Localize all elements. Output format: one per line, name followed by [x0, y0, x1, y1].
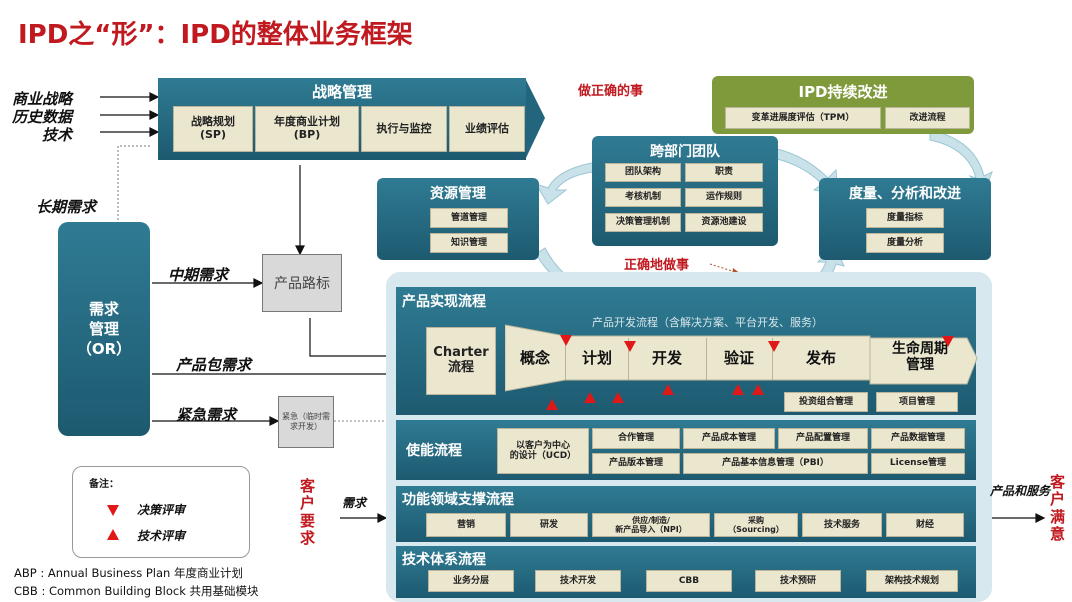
page-title: IPD之“形”：IPD的整体业务框架 — [18, 20, 413, 50]
legend-decision-label: 决策评审 — [137, 503, 186, 517]
customer-satisfaction-label: 客户满意 — [1050, 473, 1066, 543]
stage-develop: 开发 — [651, 348, 682, 367]
long-demand-label: 长期需求 — [36, 198, 97, 216]
tech-review-marker-5 — [732, 384, 744, 395]
tech-flow-title: 技术体系流程 — [402, 552, 486, 568]
input-technology: 技术 — [42, 126, 73, 144]
measure-item-analysis: 度量分析 — [866, 233, 944, 253]
strategy-management-title: 战略管理 — [311, 83, 372, 101]
strategy-item-sp: 战略规划(SP) — [173, 106, 253, 152]
input-history-data: 历史数据 — [12, 108, 73, 126]
continuous-improvement-title: IPD持续改进 — [798, 83, 888, 101]
stage-concept: 概念 — [519, 348, 550, 367]
stage-plan: 计划 — [581, 348, 612, 367]
do-right-things-label: 做正确的事 — [578, 84, 644, 99]
tech-review-marker-4 — [662, 384, 674, 395]
support-item-rd: 研发 — [510, 513, 588, 537]
enable-item-config: 产品配置管理 — [778, 428, 868, 449]
cross-team-item-4: 决策管理机制 — [605, 213, 681, 232]
package-demand-label: 产品包需求 — [176, 356, 252, 374]
legend-tech-label: 技术评审 — [137, 529, 186, 543]
abbrev-abp: ABP : Annual Business Plan 年度商业计划 — [14, 566, 243, 580]
input-business-strategy: 商业战略 — [12, 90, 73, 108]
support-flow-title: 功能领域支撑流程 — [402, 492, 514, 508]
product-service-label: 产品和服务 — [990, 484, 1051, 498]
customer-requirement-arrow — [340, 513, 388, 523]
enable-item-pbi: 产品基本信息管理（PBI） — [683, 453, 868, 474]
customer-requirement-label: 客户要求 — [300, 477, 316, 547]
stage-lifecycle: 生命周期 管理 — [892, 340, 948, 373]
cross-team-item-5: 资源池建设 — [685, 213, 763, 232]
resource-management-title: 资源管理 — [430, 186, 486, 202]
portfolio-management: 投资组合管理 — [784, 392, 868, 412]
tech-item-dev: 技术开发 — [535, 570, 621, 592]
cross-team-title: 跨部门团队 — [650, 144, 720, 160]
strategy-item-bp: 年度商业计划(BP) — [255, 106, 359, 152]
measure-item-metrics: 度量指标 — [866, 208, 944, 228]
support-item-tech-service: 技术服务 — [802, 513, 882, 537]
support-item-marketing: 营销 — [426, 513, 506, 537]
enable-item-cooperation: 合作管理 — [592, 428, 680, 449]
stage-verify: 验证 — [723, 348, 754, 367]
legend-title: 备注： — [89, 479, 119, 490]
enable-item-ucd: 以客户为中心 的设计（UCD） — [497, 428, 589, 474]
do-things-right-label: 正确地做事 — [624, 258, 690, 273]
legend-decision-marker — [107, 505, 119, 516]
resource-item-knowledge: 知识管理 — [430, 233, 508, 253]
enable-flow-title: 使能流程 — [406, 443, 462, 459]
product-roadmap-doc: 产品路标 — [262, 254, 342, 312]
decision-review-marker-3 — [768, 341, 780, 352]
urgent-demand-label: 紧急需求 — [176, 406, 237, 424]
tech-item-architecture: 架构技术规划 — [866, 570, 958, 592]
tech-review-marker-1 — [546, 399, 558, 410]
enable-item-cost: 产品成本管理 — [683, 428, 775, 449]
product-flow-title: 产品实现流程 — [402, 294, 486, 310]
continuous-item-improve: 改进流程 — [885, 107, 970, 129]
project-management: 项目管理 — [876, 392, 958, 412]
support-item-npi: 供应/制造/ 新产品导入（NPI） — [592, 513, 710, 537]
tech-review-marker-2 — [584, 392, 596, 403]
decision-review-marker-2 — [624, 341, 636, 352]
tech-item-layering: 业务分层 — [428, 570, 514, 592]
product-service-arrow — [985, 513, 1046, 523]
demand-management-box: 需求 管理 （OR） — [58, 222, 150, 436]
strategy-item-execution: 执行与监控 — [361, 106, 447, 152]
enable-item-license: License管理 — [871, 453, 965, 474]
cross-team-item-1: 职责 — [685, 163, 763, 182]
legend-tech-marker — [107, 529, 119, 540]
tech-item-cbb: CBB — [646, 570, 732, 592]
cross-team-item-2: 考核机制 — [605, 188, 681, 207]
customer-demand-label: 需求 — [342, 496, 367, 510]
legend-box: 备注： 决策评审 技术评审 — [72, 466, 250, 558]
product-flow-subtitle: 产品开发流程（含解决方案、平台开发、服务） — [592, 316, 823, 329]
charter-flow: Charter 流程 — [426, 327, 496, 395]
urgent-dev-doc: 紧急（临时需求开发） — [278, 396, 334, 448]
urgent-demand-arrow — [152, 416, 280, 426]
enable-item-data: 产品数据管理 — [871, 428, 965, 449]
long-demand-line — [117, 145, 150, 220]
tech-review-marker-3 — [612, 392, 624, 403]
mid-demand-label: 中期需求 — [168, 266, 229, 284]
support-item-finance: 财经 — [886, 513, 964, 537]
continuous-item-tpm: 变革进展度评估（TPM） — [725, 107, 881, 129]
cross-team-item-0: 团队架构 — [605, 163, 681, 182]
cross-team-item-3: 运作规则 — [685, 188, 763, 207]
strategy-item-evaluation: 业绩评估 — [449, 106, 525, 152]
stage-release: 发布 — [805, 348, 836, 367]
strategy-to-roadmap-arrow — [295, 165, 305, 256]
input-arrows — [100, 92, 160, 137]
mid-demand-arrow — [152, 278, 264, 288]
tech-review-marker-6 — [752, 384, 764, 395]
resource-item-pipeline: 管道管理 — [430, 208, 508, 228]
decision-review-marker-4 — [942, 336, 954, 347]
stage-dividers — [565, 338, 566, 380]
support-item-sourcing: 采购 （Sourcing） — [714, 513, 798, 537]
abbrev-cbb: CBB : Common Building Block 共用基础模块 — [14, 584, 259, 598]
enable-item-version: 产品版本管理 — [592, 453, 680, 474]
strategy-chevron — [525, 78, 545, 160]
measure-title: 度量、分析和改进 — [849, 186, 961, 202]
tech-item-research: 技术预研 — [755, 570, 841, 592]
decision-review-marker-1 — [560, 335, 572, 346]
